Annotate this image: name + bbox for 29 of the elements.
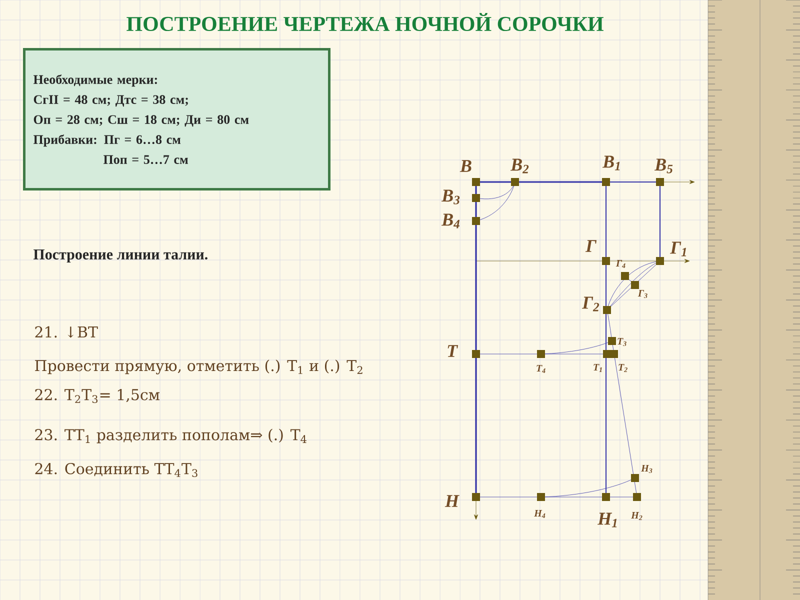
point-label: Г$_{1}$ (670, 242, 686, 256)
point-label: Т$_{3}$ (618, 338, 626, 346)
point-label: Н$_{3}$ (641, 464, 652, 474)
title: ПОСТРОЕНИЕ ЧЕРТЕЖА НОЧНОЙ СОРОЧКИ (126, 12, 604, 32)
instruction-text: Провести прямую, отметить (.) Т$_{1}$ и (.) Т$_{2}$ (35, 360, 362, 374)
point-label: Т (448, 345, 458, 357)
instruction-text: 23. ТТ$_{1}$ разделить пополам⇒ (.) Т$_{4}$ (35, 428, 306, 444)
point-label: Т$_{4}$ (536, 364, 546, 374)
instruction-text: 22. Т$_{2}$Т$_{3}$= 1,5см (35, 388, 160, 404)
point-label: Г (585, 240, 597, 252)
point-label: В (460, 160, 472, 172)
point-label: Г$_{3}$ (638, 290, 648, 298)
point-label: В$_{2}$ (510, 158, 529, 174)
instruction-text: 24. Соединить ТТ$_{4}$Т$_{3}$ (35, 462, 198, 478)
point-label: В$_{5}$ (654, 158, 673, 174)
point-label: В$_{4}$ (441, 214, 460, 228)
point-label: Н (444, 495, 460, 507)
point-label: Т$_{1}$ (594, 364, 602, 372)
point-label: Н$_{2}$ (631, 512, 642, 520)
point-label: Н$_{4}$ (534, 510, 546, 518)
point-label: Г$_{2}$ (582, 296, 600, 312)
point-label: Н$_{1}$ (597, 512, 617, 528)
point-label: В$_{1}$ (602, 156, 620, 170)
section-heading: Построение линии талии. (34, 250, 208, 263)
measurements-box: Необходимые мерки: СгII = 48 см; Дтс = 38 см; Оп = 28 см; Сш = 18 см; Ди = 80 см Прибавки: Пг = 6…8 см Поп = 5…7 см (23, 48, 330, 190)
point-label: В$_{3}$ (441, 190, 460, 204)
point-label: Г$_{4}$ (616, 260, 626, 268)
point-label: Т$_{2}$ (618, 364, 628, 372)
instruction-text: 21. ↓ВТ (35, 326, 98, 338)
